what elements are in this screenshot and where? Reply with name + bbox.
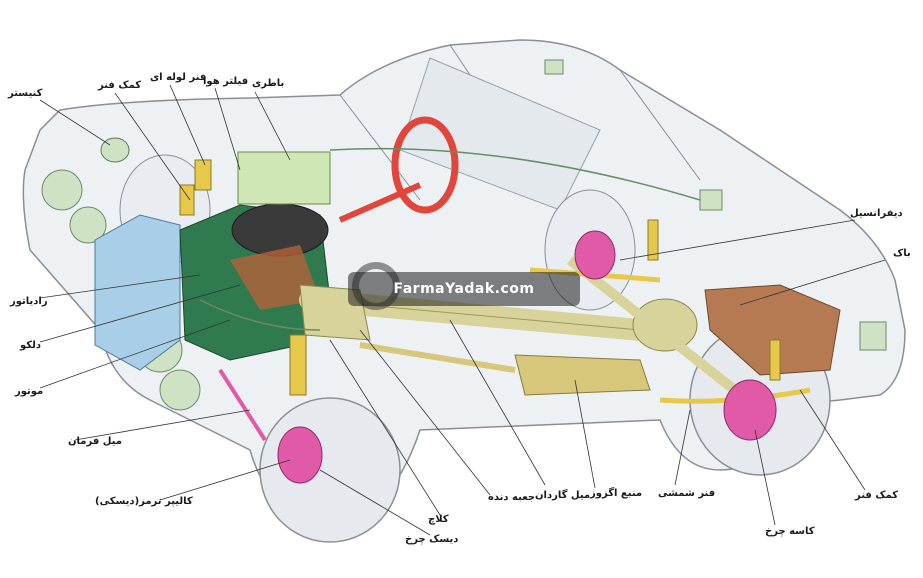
steering-wheel <box>391 116 459 214</box>
exhaust-muffler <box>514 354 651 396</box>
steering-column <box>338 182 422 223</box>
air-filter <box>231 203 329 257</box>
label-radiator: رادیاتور <box>10 296 48 307</box>
label-exhaust: منبع اگزوز <box>590 488 643 499</box>
label-engine: موتور <box>15 386 44 397</box>
front-shock <box>289 334 307 396</box>
label-air-filter: فیلتر هوا <box>203 76 249 87</box>
label-battery: باطری <box>252 78 285 89</box>
fuel-tank <box>704 284 841 376</box>
steering-rod <box>218 368 267 442</box>
label-driveshaft: میل گاردان <box>535 490 591 501</box>
coil-spring-front <box>194 159 212 191</box>
brake-disc-front <box>277 426 323 484</box>
radiator <box>94 214 181 371</box>
label-brake-caliper: کالیپر ترمز(دیسکی) <box>95 496 193 507</box>
label-rear-shock: کمک فنر <box>855 490 899 501</box>
headlamp <box>41 169 83 211</box>
label-clutch: کلاچ <box>428 514 449 525</box>
label-tank: باک <box>893 248 911 259</box>
label-gearbox: جعبه دنده <box>488 492 536 503</box>
label-distributor: دلکو <box>20 340 41 351</box>
label-brake-disc: دیسک چرخ <box>405 534 459 545</box>
label-front-shock: کمک فنر <box>98 80 142 91</box>
label-coil-spring: فنر لوله ای <box>150 72 207 83</box>
label-differential: دیفرانسیل <box>850 208 903 219</box>
label-leaf-spring: فنر شمشی <box>658 488 716 499</box>
watermark: FarmaYadak.com <box>348 272 580 306</box>
label-brake-drum: کاسه چرخ <box>765 526 815 537</box>
battery <box>237 151 331 205</box>
brake-drum-rear <box>723 379 777 441</box>
leader-lines <box>39 84 886 536</box>
differential <box>632 298 698 352</box>
label-canister: کنیستر <box>8 88 43 99</box>
label-steering-rod: میل فرمان <box>68 436 122 447</box>
